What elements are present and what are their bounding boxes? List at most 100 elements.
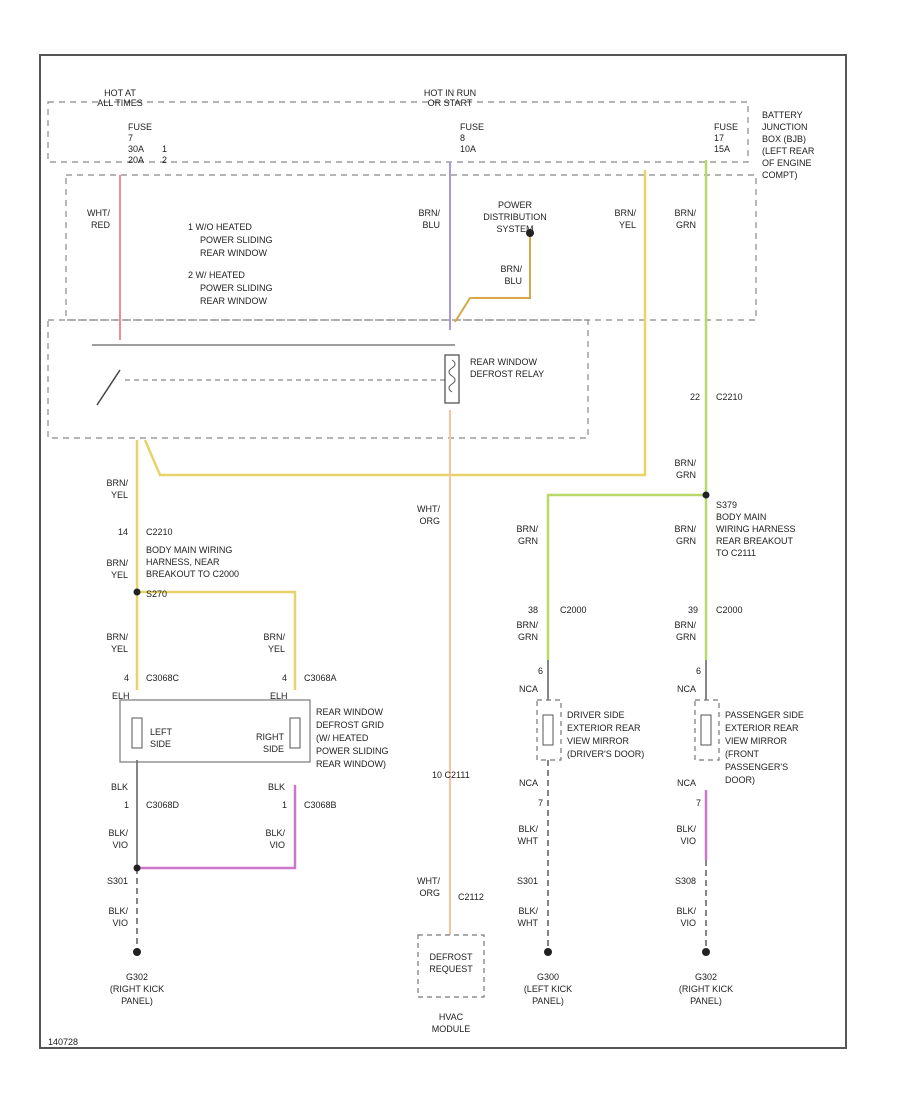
connector-c2111: 10 C2111 bbox=[432, 770, 470, 780]
fuse-box-outline bbox=[47, 101, 749, 163]
wire-label-brn-grn-mid: BRN/GRN bbox=[674, 458, 696, 480]
splice-s308: S308 bbox=[675, 876, 696, 886]
figure-id: 140728 bbox=[48, 1037, 78, 1047]
passenger-mirror-box bbox=[694, 699, 720, 761]
wire-label-blk-wht-drv2: BLK/WHT bbox=[518, 906, 539, 928]
wire-label-wht-org: WHT/ORG bbox=[417, 504, 440, 526]
driver-mirror-element bbox=[542, 714, 554, 746]
wire-label-wht-red: WHT/RED bbox=[87, 208, 110, 230]
wire-label-brn-yel-left2: BRN/YEL bbox=[106, 558, 128, 580]
s379-dot bbox=[702, 491, 710, 499]
wire-label-brn-grn-pas2: BRN/GRN bbox=[674, 620, 696, 642]
grid-pin-left: ELH bbox=[112, 691, 130, 701]
wire-brn-blu-tap bbox=[454, 235, 531, 323]
passenger-mirror-element bbox=[700, 714, 712, 746]
ground-g300-icon bbox=[544, 948, 552, 956]
relay-box-outline bbox=[47, 319, 589, 439]
pin-drv-top: 6 bbox=[538, 666, 543, 676]
pin-pas-top: 6 bbox=[696, 666, 701, 676]
relay-coil bbox=[444, 354, 460, 404]
relay-switch-arm bbox=[96, 369, 121, 406]
wire-label-blk-vio-r: BLK/VIO bbox=[265, 828, 285, 850]
fuse-left-pin-1: 1 bbox=[162, 144, 167, 154]
wire-label-nca-drv2: NCA bbox=[519, 778, 538, 788]
wire-label-blk-rg: BLK bbox=[268, 782, 285, 792]
s270-dot bbox=[133, 588, 141, 596]
splice-s270: S270 bbox=[146, 589, 167, 599]
left-grid-element bbox=[131, 717, 143, 749]
junction-box-outline bbox=[65, 174, 757, 321]
wire-label-brn-yel-top: BRN/YEL bbox=[614, 208, 636, 230]
fuse-left-pin-2: 2 bbox=[162, 155, 167, 165]
wire-label-blk-vio-pas2: BLK/VIO bbox=[676, 906, 696, 928]
grid-pin-right: ELH bbox=[270, 691, 288, 701]
wire-label-brn-grn-top: BRN/GRN bbox=[674, 208, 696, 230]
wire-brn-yel-right bbox=[137, 590, 297, 690]
right-grid-element bbox=[289, 717, 301, 749]
splice-s379: S379 bbox=[716, 500, 737, 510]
relay-coil-winding bbox=[448, 359, 456, 393]
defrost-grid-box bbox=[119, 699, 311, 763]
wire-label-nca-drv: NCA bbox=[519, 684, 538, 694]
splice-s301-left: S301 bbox=[107, 876, 128, 886]
wire-label-nca-pas2: NCA bbox=[677, 778, 696, 788]
wire-blk-vio-right bbox=[137, 785, 297, 870]
power-distribution-dot bbox=[526, 229, 534, 237]
wire-label-blk-vio-l: BLK/VIO bbox=[108, 828, 128, 850]
wire-label-brn-yel-rg: BRN/YEL bbox=[263, 632, 285, 654]
wire-brn-yel-top bbox=[143, 170, 647, 477]
wire-brn-grn-drv bbox=[546, 493, 706, 660]
splice-s301-drv: S301 bbox=[517, 876, 538, 886]
wire-label-brn-yel-left: BRN/YEL bbox=[106, 478, 128, 500]
pin-pas-bot: 7 bbox=[696, 798, 701, 808]
wire-label-blk-vio-pas: BLK/VIO bbox=[676, 824, 696, 846]
wire-label-nca-pas: NCA bbox=[677, 684, 696, 694]
wire-label-brn-grn-drv: BRN/GRN bbox=[516, 524, 538, 546]
wire-label-brn-blu: BRN/BLU bbox=[418, 208, 440, 230]
wire-label-wht-org-low: WHT/ORG bbox=[417, 876, 440, 898]
connector-c2112: C2112 bbox=[458, 892, 484, 902]
pin-drv-bot: 7 bbox=[538, 798, 543, 808]
wire-label-brn-yel-lg: BRN/YEL bbox=[106, 632, 128, 654]
wire-label-blk-wht-drv: BLK/WHT bbox=[518, 824, 539, 846]
s301-dot bbox=[133, 864, 141, 872]
driver-mirror-box bbox=[536, 699, 562, 761]
wire-label-blk-lg: BLK bbox=[111, 782, 128, 792]
wire-label-brn-grn-pas: BRN/GRN bbox=[674, 524, 696, 546]
diagram-border bbox=[39, 54, 847, 1049]
wire-label-brn-blu-tap: BRN/BLU bbox=[500, 264, 522, 286]
ground-g302-right-icon bbox=[702, 948, 710, 956]
hvac-module-box bbox=[417, 934, 485, 998]
